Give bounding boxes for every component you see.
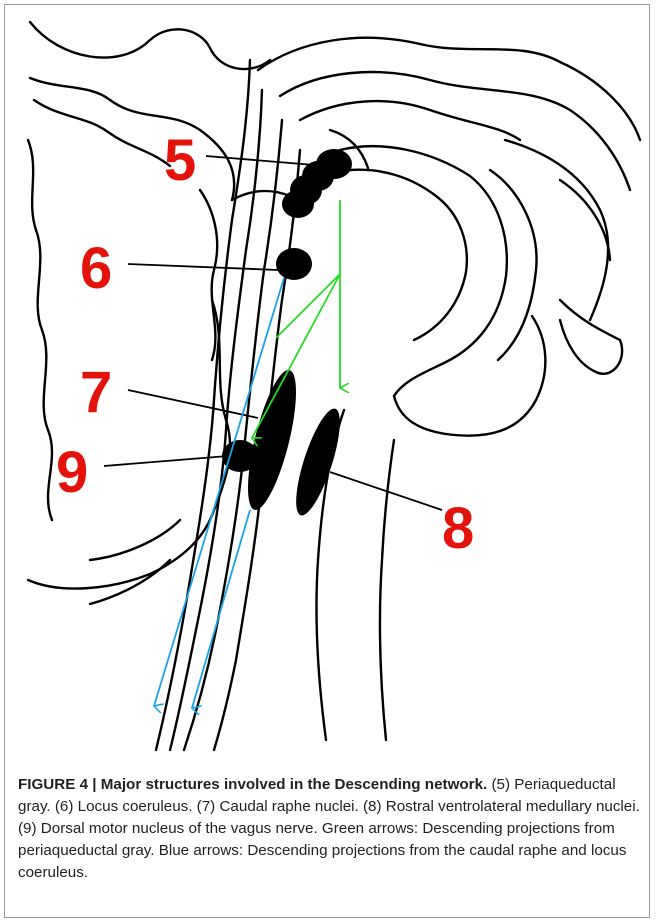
label-6: 6 [80, 236, 112, 301]
figure-caption: FIGURE 4 | Major structures involved in … [18, 774, 642, 884]
label-7: 7 [80, 360, 112, 425]
nuclei [222, 149, 352, 520]
nucleus-8-rostral-ventrolateral-medulla [287, 404, 348, 519]
nucleus-6-locus-coeruleus [276, 248, 312, 280]
leader-line-7 [128, 390, 258, 418]
anatomy-outlines [28, 22, 640, 750]
label-9: 9 [56, 440, 88, 505]
leader-line-9 [104, 456, 228, 466]
label-5: 5 [164, 128, 196, 193]
leader-line-6 [128, 264, 278, 270]
label-8: 8 [442, 496, 474, 561]
leader-line-5 [206, 156, 326, 166]
brainstem-illustration: 5 6 7 8 9 [0, 0, 656, 770]
green-arrows [252, 200, 340, 438]
nucleus-5-periaqueductal-gray [282, 190, 314, 218]
caption-title: FIGURE 4 | Major structures involved in … [18, 776, 487, 793]
